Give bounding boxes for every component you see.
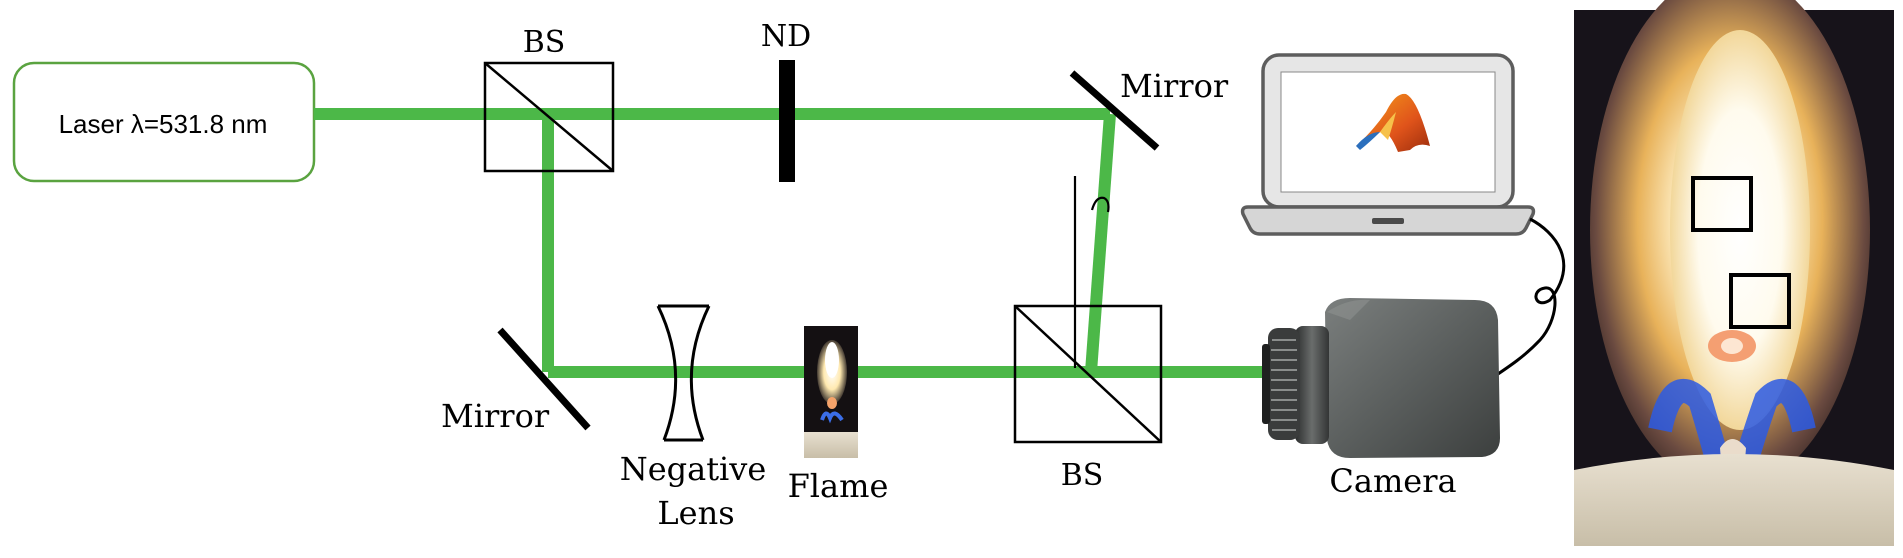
laser-source: Laser λ=531.8 nm bbox=[12, 61, 316, 183]
mirror-top bbox=[1069, 70, 1160, 151]
flame-label: Flame bbox=[788, 467, 889, 505]
beam-splitter-top bbox=[483, 61, 615, 173]
beam-splitter-top-label: BS bbox=[523, 25, 566, 60]
mirror-bottom bbox=[497, 327, 591, 431]
beam-splitter-bottom bbox=[1013, 304, 1163, 444]
beam-splitter-bottom-label: BS bbox=[1061, 458, 1104, 493]
negative-lens bbox=[656, 304, 711, 442]
reference-beam-line bbox=[1073, 176, 1110, 368]
camera-cable bbox=[1491, 217, 1566, 380]
mirror-bottom-label: Mirror bbox=[441, 397, 550, 435]
nd-filter-label: ND bbox=[761, 19, 811, 54]
nd-filter bbox=[779, 60, 795, 182]
lens-label-line2: Lens bbox=[657, 494, 734, 532]
camera-label: Camera bbox=[1329, 462, 1456, 500]
lens-label-line1: Negative bbox=[620, 450, 767, 488]
matlab-logo-icon bbox=[1356, 93, 1430, 152]
flame-sample-image bbox=[804, 326, 858, 458]
laser-beam-path bbox=[314, 108, 1262, 378]
mirror-top-label: Mirror bbox=[1120, 67, 1229, 105]
measurement-region-2 bbox=[1729, 273, 1791, 329]
camera-icon bbox=[1262, 298, 1500, 458]
flame-photo bbox=[1574, 0, 1894, 546]
measurement-region-1 bbox=[1691, 176, 1753, 232]
laptop-icon bbox=[1240, 53, 1536, 236]
laser-label: Laser λ=531.8 nm bbox=[59, 109, 268, 139]
